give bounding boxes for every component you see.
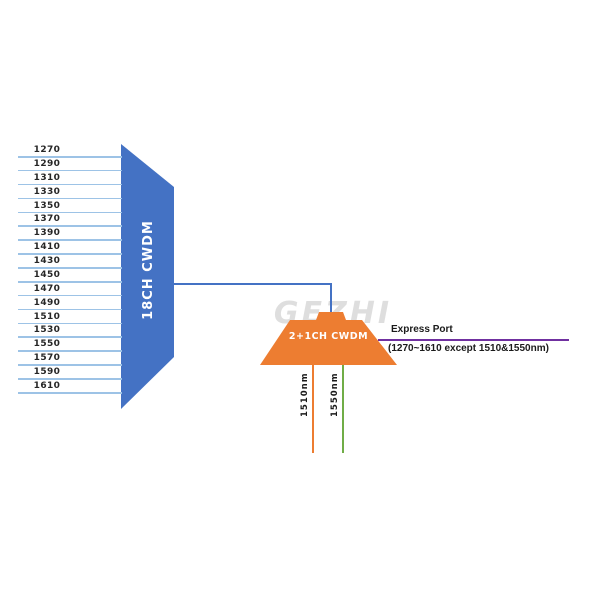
express-port-title: Express Port — [391, 324, 453, 335]
wavelength-label: 1610 — [33, 380, 61, 391]
wavelength-line — [18, 169, 122, 172]
wavelength-label: 1450 — [33, 269, 61, 280]
input-channel-row: 1530 — [18, 325, 122, 339]
drop-port-label-1550: 1550nm — [330, 372, 340, 417]
wavelength-line — [18, 197, 122, 200]
input-channel-row: 1290 — [18, 159, 122, 173]
input-channel-row: 1450 — [18, 270, 122, 284]
wavelength-line — [18, 364, 122, 366]
wavelength-line — [18, 350, 122, 352]
wavelength-label: 1390 — [33, 228, 61, 239]
wavelength-label: 1550 — [33, 339, 61, 350]
input-channel-row: 1430 — [18, 256, 122, 270]
input-channel-row: 1270 — [18, 145, 122, 159]
wavelength-line — [18, 308, 122, 311]
wavelength-label: 1290 — [33, 158, 61, 169]
input-channel-row: 1550 — [18, 339, 122, 353]
wavelength-line — [18, 211, 122, 214]
wavelength-line — [18, 322, 122, 325]
wavelength-line — [18, 239, 122, 241]
input-channel-row: 1570 — [18, 353, 122, 367]
input-channel-row: 1590 — [18, 367, 122, 381]
demux-trapezoid — [260, 320, 397, 365]
input-channel-row: 1350 — [18, 201, 122, 215]
wavelength-label: 1570 — [33, 353, 61, 364]
wavelength-label: 1430 — [33, 256, 61, 267]
wavelength-label: 1510 — [33, 311, 61, 322]
drop-port-label-1510: 1510nm — [300, 372, 310, 417]
demux-top-tab — [316, 312, 346, 320]
demux-label: 2+1CH CWDM — [288, 331, 369, 342]
wavelength-line — [18, 280, 122, 283]
mux-label: 18CH CWDM — [141, 220, 156, 320]
mux-to-demux-connector — [174, 283, 332, 313]
input-channel-row: 1510 — [18, 312, 122, 326]
input-channel-row: 1310 — [18, 173, 122, 187]
wavelength-line — [18, 267, 122, 269]
wavelength-line — [18, 391, 122, 394]
wavelength-line — [18, 294, 122, 297]
wavelength-line — [18, 183, 122, 186]
input-channel-row: 1610 — [18, 381, 122, 395]
wavelength-label: 1490 — [33, 297, 61, 308]
input-channel-row: 1410 — [18, 242, 122, 256]
input-channel-row: 1490 — [18, 298, 122, 312]
wavelength-label: 1370 — [33, 214, 61, 225]
wavelength-label: 1270 — [33, 145, 61, 155]
wavelength-label: 1350 — [33, 200, 61, 211]
input-channel-row: 1390 — [18, 228, 122, 242]
wavelength-line — [18, 253, 122, 255]
input-channel-row: 1330 — [18, 187, 122, 201]
wavelength-label: 1470 — [33, 283, 61, 294]
wavelength-line — [18, 378, 122, 380]
express-port-note: (1270~1610 except 1510&1550nm) — [388, 343, 549, 354]
wavelength-line — [18, 156, 122, 158]
wavelength-line — [18, 225, 122, 227]
wavelength-label: 1410 — [33, 242, 61, 253]
wavelength-label: 1590 — [33, 367, 61, 378]
mux-trapezoid — [121, 144, 174, 409]
input-channel-row: 1370 — [18, 214, 122, 228]
wavelength-label: 1330 — [33, 186, 61, 197]
wavelength-label: 1310 — [33, 172, 61, 183]
wavelength-label: 1530 — [33, 325, 61, 336]
wavelength-line — [18, 336, 122, 339]
input-channel-row: 1470 — [18, 284, 122, 298]
